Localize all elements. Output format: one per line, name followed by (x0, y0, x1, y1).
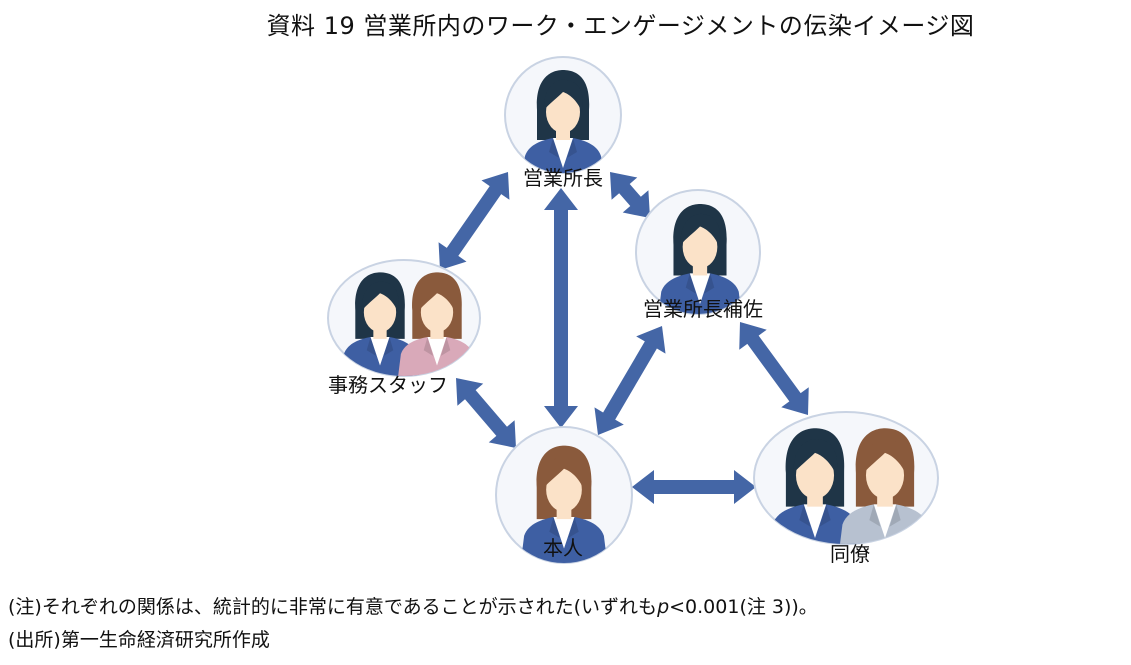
node-colleagues: 同僚 (753, 411, 939, 566)
hair-fringe (793, 439, 838, 476)
shirt (370, 337, 390, 366)
arrow-manager-assistant (610, 172, 650, 218)
lapel (423, 337, 451, 356)
person-icon (397, 272, 477, 376)
node-assistant-manager: 営業所長補佐 (635, 189, 763, 321)
node-label-self: 本人 (543, 536, 583, 560)
lapel (366, 337, 394, 356)
lapel (799, 504, 831, 527)
lapel (685, 273, 715, 294)
face (865, 451, 905, 499)
arrows-layer (438, 172, 809, 504)
lapel (549, 138, 577, 158)
hair-fringe (543, 79, 583, 112)
face (546, 91, 580, 133)
figure-title: 資料 19 営業所内のワーク・エンゲージメントの伝染イメージ図 (266, 12, 975, 40)
arrow-self-colleagues (632, 470, 756, 504)
arrow-manager-office-staff (438, 172, 510, 270)
lapel (869, 504, 901, 527)
hair-fringe (361, 281, 399, 313)
person-figure (397, 272, 477, 376)
footnote-text-suffix: <0.001(注 3))。 (669, 596, 818, 618)
shirt (689, 273, 711, 304)
hair-fringe (680, 213, 721, 247)
node-label-office-staff: 事務スタッフ (328, 373, 448, 397)
footnote-source: (出所)第一生命経済研究所作成 (8, 629, 270, 651)
node-label-manager: 営業所長 (523, 166, 603, 190)
arrow-office-staff-self (456, 378, 516, 448)
person-figure (837, 428, 933, 544)
hair-fringe (544, 455, 585, 490)
person-figure (521, 70, 605, 173)
arrow-assistant-colleagues (739, 322, 809, 416)
node-label-assistant-manager: 営業所長補佐 (643, 297, 763, 321)
hair-fringe (863, 439, 908, 476)
person-icon (521, 70, 605, 173)
node-office-staff: 事務スタッフ (327, 259, 481, 397)
node-manager: 営業所長 (504, 56, 622, 190)
person-icon (767, 428, 863, 544)
footnote-significance: (注)それぞれの関係は、統計的に非常に有意であることが示された(いずれもp<0.… (8, 592, 818, 619)
person-figure (519, 445, 609, 563)
face (546, 467, 582, 512)
shirt (553, 517, 575, 549)
hair-fringe (418, 281, 456, 313)
person-icon (837, 428, 933, 544)
node-self: 本人 (495, 426, 633, 564)
shirt (873, 504, 897, 538)
p-value-symbol: p (657, 596, 670, 618)
arrow-manager-self (544, 188, 578, 428)
arrow-assistant-self (594, 326, 666, 435)
footnote-text: (注)それぞれの関係は、統計的に非常に有意であることが示された(いずれも (8, 596, 658, 618)
shirt (553, 138, 573, 168)
lapel (549, 517, 579, 538)
face (363, 292, 397, 333)
shirt (427, 337, 447, 366)
node-label-colleagues: 同僚 (830, 542, 870, 566)
face (682, 225, 718, 269)
person-figure (767, 428, 863, 544)
face (420, 292, 454, 333)
face (795, 451, 835, 499)
shirt (803, 504, 827, 538)
person-icon (519, 445, 609, 563)
